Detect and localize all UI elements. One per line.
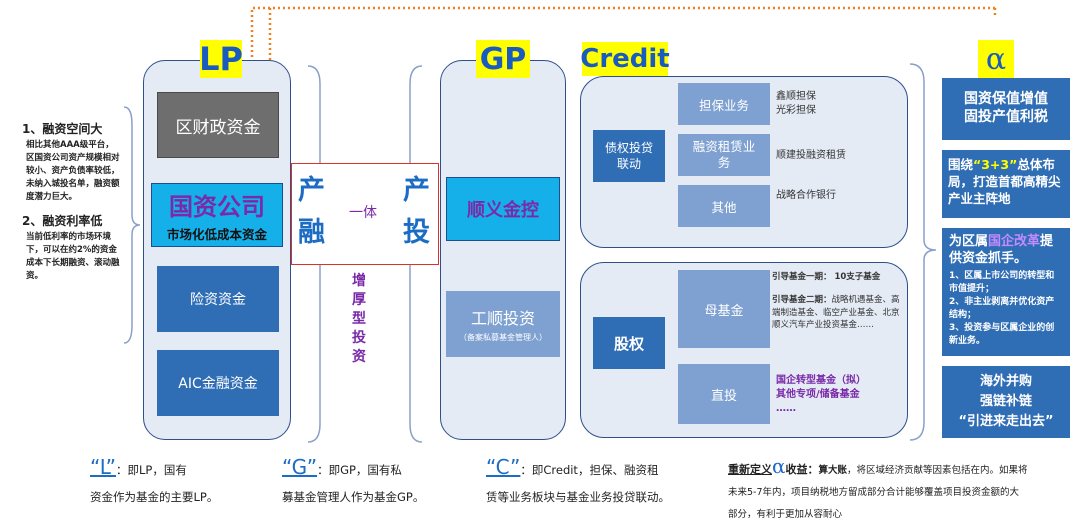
leasing-business-desc: 顺建投融资租赁 [776,150,846,161]
insurance-funds-box: 险资资金 [157,266,279,332]
left-note: 1、融资空间大 相比其他AAA级平台，区国资公司资产规模相对较小、资产负债率较低… [22,120,120,283]
guarantee-business-box: 担保业务 [678,83,770,125]
direct-investment-label: 直投 [710,388,737,404]
gp-column [440,60,566,440]
soe-company-box: 国资公司 市场化低成本资金 [151,183,283,247]
footer-alpha-bold: 算大账 [818,465,848,476]
alpha-card-layout-pre: 围绕 [948,157,974,172]
alpha-card-overseas-text: 海外并购 强链补链 “引进来走出去” [958,374,1054,429]
chan-left-char: 产 [298,175,325,206]
footer-alpha-pre: 重新定义 [728,463,772,476]
fiscal-funds-box: 区财政资金 [157,92,279,158]
gongshun-investment-box: 工顺投资 （备案私募基金管理人） [446,291,560,357]
gongshun-investment-label: 工顺投资 [470,309,535,328]
left-bracket [123,106,141,344]
alpha-card-reform-items: 1、区属上市公司的转型和市值提升； 2、非主业剥离并优化资产结构； 3、投资参与… [949,271,1055,346]
equity-category-label: 股权 [613,334,644,353]
shunyi-financial-label: 顺义金控 [467,200,539,221]
chan-right-char: 产 [403,175,430,206]
footer-alpha-mid: 收益： [785,463,819,476]
alpha-card-layout-post: 总体布局，打造首都高精尖产业主阵地 [948,157,1061,206]
alpha-card-overseas: 海外并购 强链补链 “引进来走出去” [942,366,1070,438]
guarantee-business-desc: 鑫顺担保 光彩担保 [776,91,816,116]
shunyi-financial-box: 顺义金控 [446,177,560,241]
gongshun-investment-sub: （备案私募基金管理人） [459,333,547,342]
leasing-business-box: 融资租赁业务 [678,134,770,176]
footer-c-text2: 赁等业务板块与基金业务投贷联动。 [486,490,670,504]
thickening-investment-label: 增厚型投资 [352,273,366,365]
yiti-label: 一体 [349,205,377,221]
footer-l: “L”：即LP，国有 资金作为基金的主要LP。 [90,455,280,505]
footer-alpha: 重新定义α收益：算大账，将区域经济贡献等因素包括在内。如果将未来5-7年内，项目… [728,455,1028,526]
aic-funds-label: AIC金融资金 [178,376,258,392]
insurance-funds-label: 险资资金 [190,292,246,308]
footer-c-text1: ：即Credit，担保、融资租 [520,463,659,477]
footer-alpha-text: ，将区域经济贡献等因素包括在内。如果将未来5-7年内，项目纳税地方留成部分合计能… [728,465,1028,520]
rong-char: 融 [298,217,325,248]
direct-investment-desc: 国企转型基金（拟） 其他专项/储备基金 …… [776,375,866,414]
leasing-business-label: 融资租赁业务 [692,139,756,170]
mother-fund-desc-2-head: 引导基金二期： [772,295,832,305]
footer-g-text2: 募基金管理人作为基金GP。 [282,490,425,504]
footer-g-line1: “G”：即GP，国有私 [282,455,482,479]
footer-g-text1: ：即GP，国有私 [317,463,402,477]
footer-c-letter: “C” [486,455,521,479]
soe-company-title: 国资公司 [169,193,265,221]
alpha-card-reform-title: 为区属国企改革提供资金抓手。 [949,233,1063,267]
note-text-2: 当前低利率的市场环境下，可以在约2%的资金成本下长期融资、滚动融资。 [26,232,120,281]
footer-l-text2: 资金作为基金的主要LP。 [90,490,219,504]
tou-char: 投 [403,217,430,248]
footer-l-text1: ：即LP，国有 [116,463,187,477]
alpha-card-value: 国资保值增值 固投产值利税 [942,78,1070,140]
footer-c-line1: “C”：即Credit，担保、融资租 [486,455,716,479]
footer-g-letter: “G” [282,455,318,479]
direct-investment-box: 直投 [678,364,770,424]
alpha-card-value-text: 国资保值增值 固投产值利税 [964,91,1048,125]
credit-label: Credit [580,42,670,76]
gp-label: GP [476,40,530,78]
other-business-label: 其他 [711,199,737,215]
alpha-card-layout-highlight: “3+3” [973,157,1018,172]
lp-label: LP [199,40,243,78]
footer-c: “C”：即Credit，担保、融资租 赁等业务板块与基金业务投贷联动。 [486,455,716,505]
other-business-box: 其他 [678,185,770,227]
guarantee-business-label: 担保业务 [698,97,749,113]
other-business-desc: 战略合作银行 [776,190,836,201]
note-heading-1: 1、融资空间大 [22,122,103,136]
right-brace [909,63,937,441]
soe-company-subtitle: 市场化低成本资金 [166,227,267,242]
alpha-card-layout: 围绕“3+3”总体布局，打造首都高精尖产业主阵地 [942,150,1070,218]
mother-fund-desc-2: 引导基金二期：战略机遇基金、高端制造基金、临空产业基金、北京顺义汽车产业投资基金… [772,294,900,332]
alpha-card-reform: 为区属国企改革提供资金抓手。 1、区属上市公司的转型和市值提升； 2、非主业剥离… [942,228,1070,356]
aic-funds-box: AIC金融资金 [157,350,279,416]
mother-fund-desc-2-body: 战略机遇基金、高端制造基金、临空产业基金、北京顺义汽车产业投资基金…… [772,295,900,330]
footer-g: “G”：即GP，国有私 募基金管理人作为基金GP。 [282,455,482,505]
debt-category-box: 债权投贷联动 [593,130,665,182]
footer-l-line1: “L”：即LP，国有 [90,455,280,479]
alpha-card-reform-post: 提供资金抓手。 [949,234,1054,266]
alpha-card-reform-highlight: 国企改革 [988,234,1041,249]
integration-box [291,163,439,265]
mother-fund-box: 母基金 [678,270,770,348]
debt-category-label: 债权投贷联动 [604,141,653,171]
mother-fund-desc-1: 引导基金一期： 10支子基金 [772,272,881,282]
alpha-card-reform-pre: 为区属 [949,234,989,249]
equity-category-box: 股权 [593,317,665,369]
footer-l-letter: “L” [90,455,116,479]
fiscal-funds-label: 区财政资金 [175,117,261,138]
mother-fund-label: 母基金 [704,303,744,319]
alpha-label: α [978,40,1014,78]
note-heading-2: 2、融资利率低 [22,214,103,228]
footer-alpha-symbol: α [772,454,786,478]
note-text-1: 相比其他AAA级平台，区国资公司资产规模相对较小、资产负债率较低，未纳入城投名单… [26,140,120,202]
